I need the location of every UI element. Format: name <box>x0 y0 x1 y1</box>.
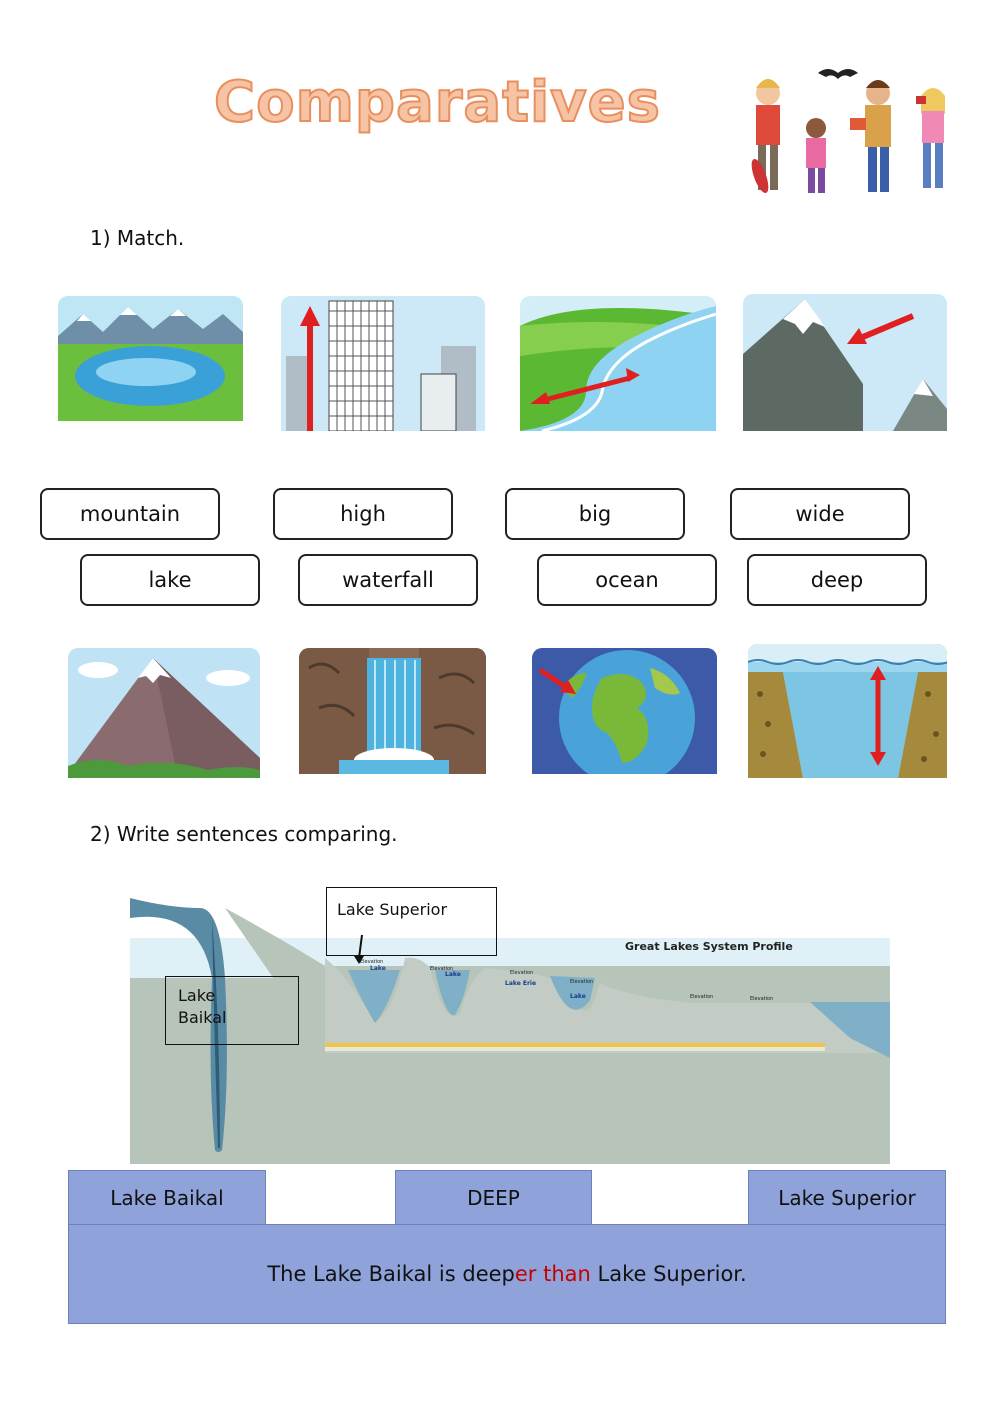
label-box-lake-baikal[interactable]: Lake Baikal <box>165 976 299 1045</box>
svg-text:Lake: Lake <box>370 965 386 972</box>
sentence-part-2: Lake Superior. <box>590 1262 747 1286</box>
label-lake-superior: Lake Superior <box>337 900 448 919</box>
deep-trench-picture <box>748 644 947 778</box>
word-ocean[interactable]: ocean <box>537 554 717 606</box>
svg-text:Elevation: Elevation <box>510 970 533 976</box>
waterfall-picture <box>299 648 486 774</box>
mountain-picture <box>68 648 260 778</box>
word-high[interactable]: high <box>273 488 453 540</box>
word-mountain[interactable]: mountain <box>40 488 220 540</box>
svg-text:Elevation: Elevation <box>570 979 593 985</box>
globe-picture <box>532 648 717 774</box>
word-waterfall[interactable]: waterfall <box>298 554 478 606</box>
skyscraper-picture <box>281 296 485 431</box>
object-cell: Lake Superior <box>748 1170 946 1225</box>
word-big[interactable]: big <box>505 488 685 540</box>
svg-text:Elevation: Elevation <box>750 996 773 1002</box>
sentence-comparative-highlight: er than <box>514 1262 591 1286</box>
svg-text:Lake: Lake <box>570 993 586 1000</box>
children-illustration <box>738 58 963 198</box>
svg-text:Elevation: Elevation <box>360 959 383 965</box>
river-picture <box>520 296 716 431</box>
section-1-heading: 1) Match. <box>90 226 185 250</box>
section-2-heading: 2) Write sentences comparing. <box>90 822 398 846</box>
sentence-part-1: The Lake Baikal is deep <box>267 1262 515 1286</box>
label-lake-baikal-line2: Baikal <box>178 1008 227 1027</box>
subject-cell: Lake Baikal <box>68 1170 266 1225</box>
word-wide[interactable]: wide <box>730 488 910 540</box>
word-deep[interactable]: deep <box>747 554 927 606</box>
svg-text:Lake: Lake <box>445 971 461 978</box>
adjective-cell: DEEP <box>395 1170 592 1225</box>
label-lake-baikal-line1: Lake <box>178 986 216 1005</box>
diagram-title: Great Lakes System Profile <box>625 940 793 953</box>
word-lake[interactable]: lake <box>80 554 260 606</box>
label-box-lake-superior[interactable]: Lake Superior <box>326 887 497 956</box>
mountain-peak-picture <box>743 294 947 431</box>
lake-picture <box>58 296 243 421</box>
svg-text:Elevation: Elevation <box>690 994 713 1000</box>
worksheet-title: Comparatives <box>213 69 661 136</box>
svg-text:Lake Erie: Lake Erie <box>505 980 536 987</box>
svg-text:Elevation: Elevation <box>430 966 453 972</box>
